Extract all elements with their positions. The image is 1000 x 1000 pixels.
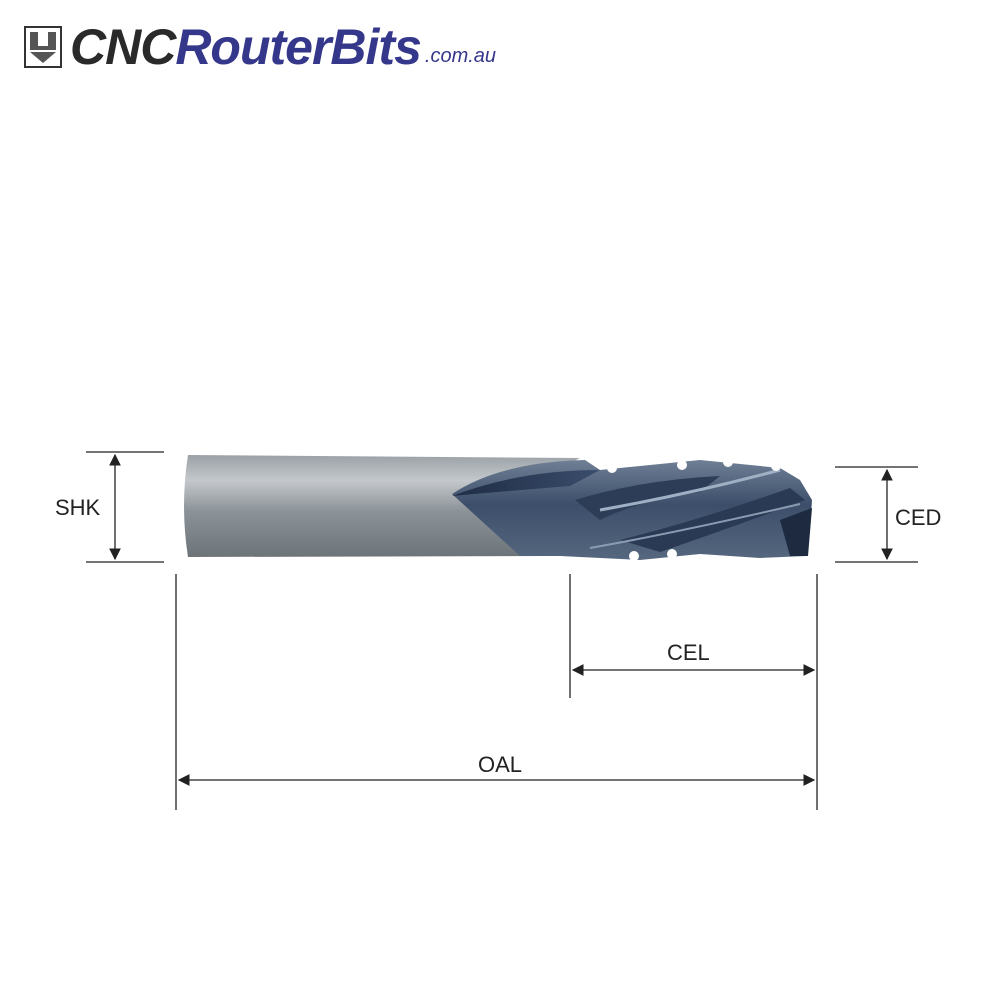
flute-notch-5 xyxy=(629,551,639,561)
shk-label: SHK xyxy=(55,495,101,520)
flute-notch-3 xyxy=(723,457,733,467)
flute-notch-6 xyxy=(667,549,677,559)
ced-dimension xyxy=(835,466,918,563)
logo: CNC RouterBits .com.au xyxy=(24,22,496,72)
flute-notch-1 xyxy=(607,463,617,473)
flute-highlight-2 xyxy=(589,503,801,549)
oal-label: OAL xyxy=(478,752,522,777)
flute-notch-4 xyxy=(771,461,781,471)
ced-label: CED xyxy=(895,505,941,530)
flute-notch-2 xyxy=(677,460,687,470)
brand-cnc: CNC xyxy=(70,19,176,75)
bit-tip xyxy=(780,508,812,556)
flute-highlight xyxy=(599,468,781,512)
shk-dimension xyxy=(86,451,164,563)
brand-routerbits: RouterBits xyxy=(175,19,422,75)
router-bit xyxy=(184,455,812,561)
flute-groove-3 xyxy=(620,488,805,552)
logo-icon xyxy=(24,26,62,68)
oal-dimension xyxy=(175,574,818,810)
flute-groove-1 xyxy=(452,470,600,496)
cel-dimension xyxy=(569,574,818,700)
brand-domain: .com.au xyxy=(424,45,497,67)
cel-label: CEL xyxy=(667,640,710,665)
